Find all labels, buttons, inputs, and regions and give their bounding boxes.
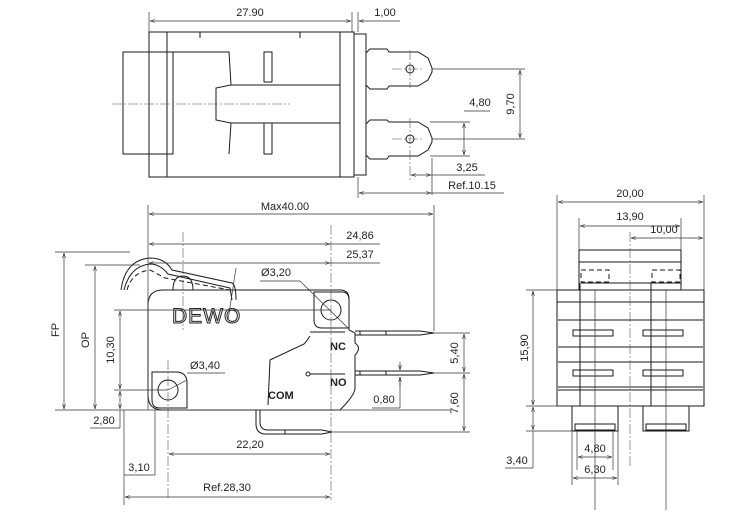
end-view: 20,00 13,90 10,00 15,90 3,40 4,80 6,30: [505, 188, 705, 510]
dim-mount-width: 13,90: [616, 211, 644, 223]
dim-terminal-height: 3,40: [506, 455, 527, 467]
dim-hole-spacing-v: 10,30: [105, 336, 117, 364]
dim-height: 15,90: [519, 334, 531, 362]
terminal-label-no: NO: [330, 377, 347, 389]
top-body: [112, 31, 367, 178]
dim-hole-dia-bottom: Ø3,40: [190, 360, 220, 372]
brand-logo: DEWO: [172, 305, 241, 328]
dim-terminal-outer: 6,30: [584, 464, 605, 476]
dim-hole-left: 3,10: [128, 462, 149, 474]
dim-terminal-length: Ref.10.15: [448, 180, 496, 192]
top-terminal-upper: [365, 48, 433, 90]
dim-flange: 1,00: [374, 7, 395, 19]
dim-terminal-width: 4,80: [469, 97, 490, 109]
dim-op: OP: [80, 332, 92, 348]
dim-half-width: 10,00: [650, 224, 678, 236]
pin-no: [355, 370, 435, 376]
dim-hole-offset: 3,25: [456, 162, 477, 174]
dim-max-length: Max40.00: [261, 201, 309, 213]
dim-terminal-pitch: 9,70: [505, 93, 517, 114]
dim-pin-gap-nc-no: 5,40: [449, 342, 461, 363]
dim-pin-gap-no-com: 7,60: [449, 392, 461, 413]
top-dimensions: [148, 12, 525, 198]
terminal-label-com: COM: [268, 390, 294, 402]
dim-25-37: 25,37: [346, 249, 374, 261]
dim-hole-bottom: 2,80: [93, 415, 114, 427]
dim-hole-spacing-h: 22,20: [236, 439, 264, 451]
dim-width: 20,00: [616, 188, 644, 200]
pin-com: [255, 410, 333, 435]
dim-body-ref: Ref.28,30: [203, 482, 251, 494]
dim-terminal-inner: 4,80: [584, 443, 605, 455]
dim-fp: FP: [50, 323, 62, 337]
top-view: 27.90 1,00 9,70 4,80 3,25 Ref.10.15: [112, 7, 525, 198]
side-view: DEWO NC NO COM: [50, 201, 470, 505]
pin-nc: [355, 330, 435, 336]
dim-hole-dia-top: Ø3,20: [261, 267, 291, 279]
dim-body-length: 27.90: [236, 7, 264, 19]
top-terminal-lower: [365, 118, 433, 180]
dim-pin-thickness: 0,80: [373, 394, 394, 406]
end-dimensions: [505, 195, 705, 485]
dim-24-86: 24,86: [346, 230, 374, 242]
terminal-label-nc: NC: [330, 341, 346, 353]
side-dimensions: [55, 205, 470, 505]
